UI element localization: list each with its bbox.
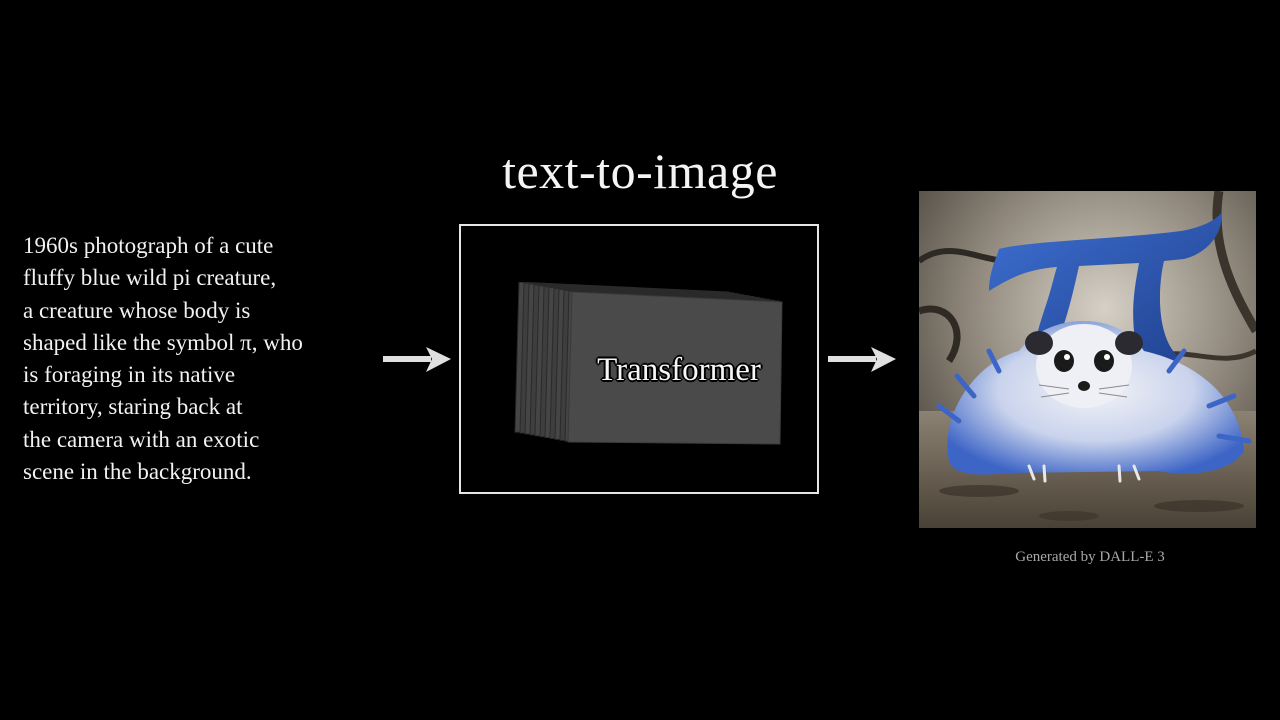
transformer-label: Transformer [597,352,761,388]
generated-pi-creature-image [919,191,1256,528]
prompt-line: is foraging in its native [23,362,236,388]
prompt-line: shaped like the symbol π, who [23,329,303,355]
transformer-block-stack [514,282,783,445]
prompt-line: fluffy blue wild pi creature, [23,265,277,291]
transformer-frame [459,224,819,494]
transformer-front-face [567,291,783,445]
prompt-text: 1960s photograph of a cute fluffy blue w… [23,230,373,488]
prompt-line: 1960s photograph of a cute [23,233,274,258]
prompt-line: territory, staring back at [23,394,243,420]
output-arrow-icon [828,347,896,372]
prompt-line: a creature whose body is [23,297,251,323]
input-arrow-icon [383,347,451,372]
image-caption: Generated by DALL-E 3 [1015,549,1165,565]
prompt-line: scene in the background. [23,459,252,485]
diagram-title: text-to-image [502,143,778,199]
prompt-line: the camera with an exotic [23,426,260,452]
